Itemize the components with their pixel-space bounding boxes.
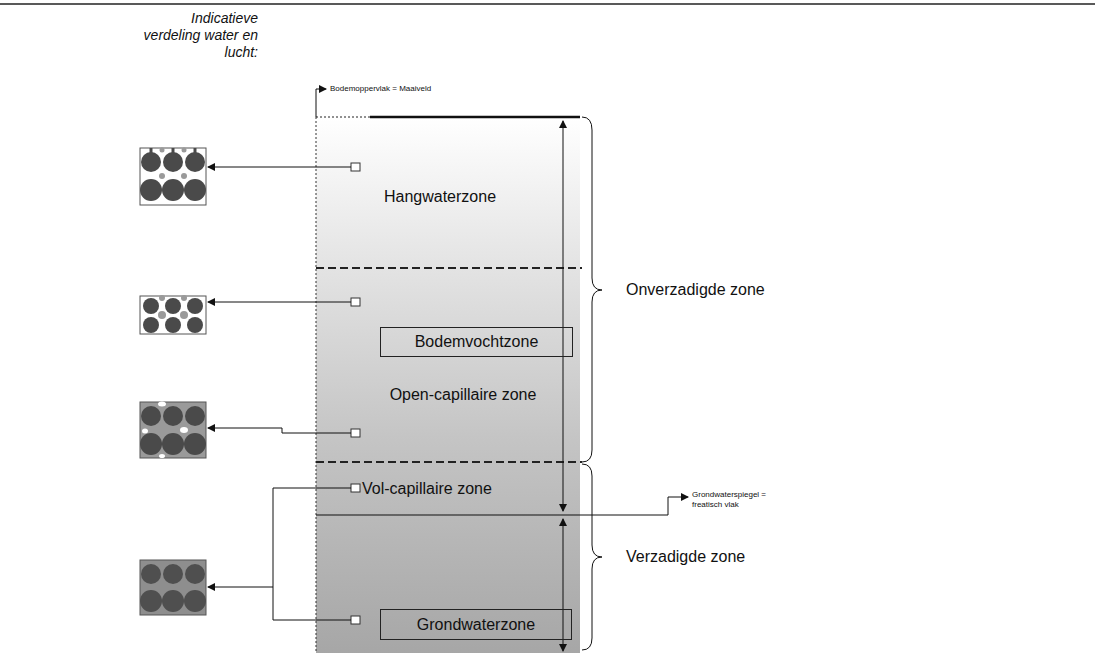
page-rule: [0, 3, 1095, 5]
water-table-label: Grondwaterspiegel = freatisch vlak: [692, 490, 774, 509]
zone-box: Bodemvochtzone: [380, 327, 573, 357]
column-edge: [316, 117, 317, 653]
leader-line: [580, 497, 688, 515]
water-table: [316, 514, 580, 515]
zone-label: Open-capillaire zone: [368, 385, 558, 404]
surface-line: [370, 116, 580, 119]
leader-line: [208, 167, 351, 620]
soil-column: [316, 117, 580, 653]
zone-label: Verzadigde zone: [626, 547, 826, 566]
surface-line: [316, 117, 370, 118]
box-text: Bodemvochtzone: [415, 333, 539, 351]
brace: [582, 464, 602, 650]
zone-box: Grondwaterzone: [380, 609, 572, 640]
leader-line: [316, 89, 326, 117]
pore-icon: [140, 402, 206, 459]
pore-icon: [140, 148, 206, 206]
zone-label: Hangwaterzone: [340, 187, 540, 206]
surface-label: Bodemoppervlak = Maaiveld: [330, 84, 530, 94]
sample-marker: [351, 163, 360, 624]
zone-boundary: [316, 461, 582, 463]
brace: [582, 117, 602, 462]
zone-boundary: [316, 267, 582, 269]
zone-label: Onverzadigde zone: [626, 280, 826, 299]
dimension-arrow: [563, 519, 564, 651]
pore-icon: [140, 560, 206, 615]
legend-heading: Indicatieve verdeling water en lucht:: [140, 10, 258, 60]
dimension-arrow: [563, 121, 564, 511]
pore-icon: [140, 295, 206, 334]
box-text: Grondwaterzone: [417, 616, 535, 634]
zone-label: Vol-capillaire zone: [362, 479, 552, 498]
